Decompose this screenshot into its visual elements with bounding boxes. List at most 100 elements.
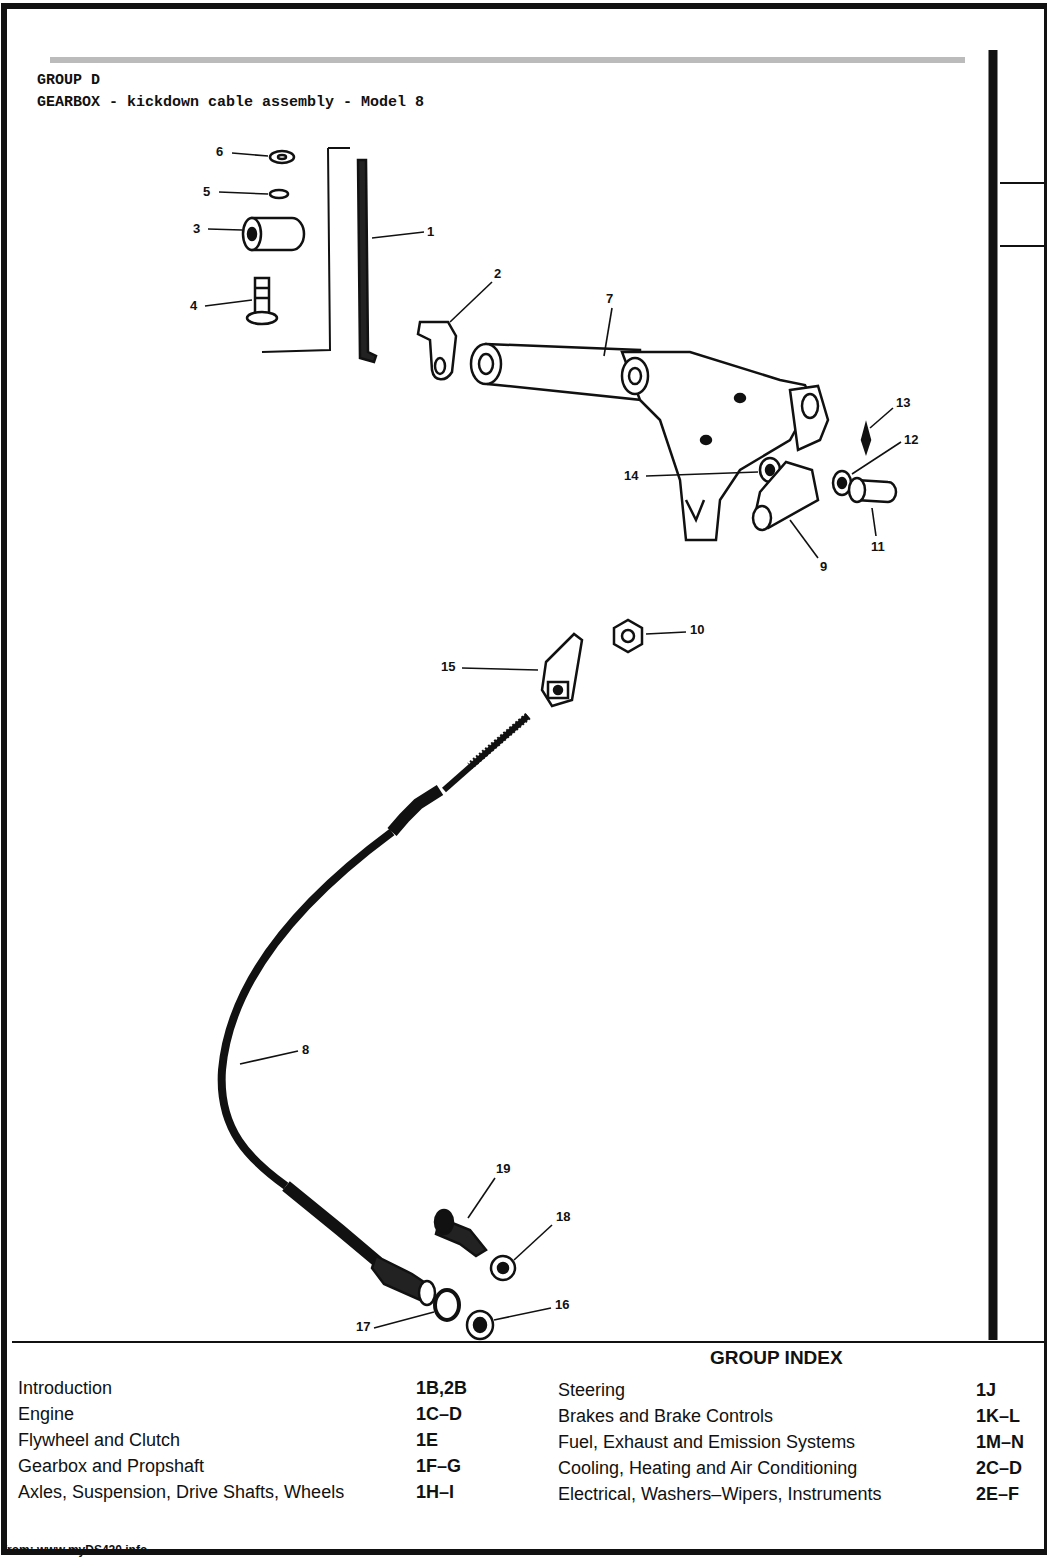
- drawing-stroke: [735, 394, 745, 402]
- drawing-stroke: [479, 354, 493, 374]
- callout-number: 14: [624, 469, 638, 483]
- drawing-stroke: [270, 190, 288, 198]
- index-entry: Gearbox and Propshaft: [18, 1457, 204, 1477]
- drawing-stroke: [471, 344, 501, 384]
- drawing-stroke: [418, 322, 456, 379]
- callout-number: 15: [441, 660, 455, 674]
- index-code: 1J: [976, 1381, 996, 1401]
- drawing-stroke: [1000, 182, 1047, 184]
- drawing-stroke: [872, 508, 876, 536]
- drawing-stroke: [444, 716, 528, 790]
- drawing-stroke: [358, 160, 376, 362]
- drawing-stroke: [419, 1281, 435, 1305]
- index-entry: Engine: [18, 1405, 74, 1425]
- drawing-stroke: [753, 506, 771, 530]
- drawing-stroke: [435, 1210, 453, 1234]
- index-entry: Introduction: [18, 1379, 112, 1399]
- callout-number: 8: [302, 1043, 309, 1057]
- source-note: from: www.myDS420.info: [3, 1544, 147, 1557]
- drawing-stroke: [374, 1312, 434, 1328]
- index-code: 2C–D: [976, 1459, 1022, 1479]
- drawing-stroke: [646, 472, 758, 476]
- drawing-stroke: [852, 442, 901, 474]
- index-entry: Cooling, Heating and Air Conditioning: [558, 1459, 857, 1479]
- drawing-stroke: [205, 300, 252, 306]
- drawing-stroke: [474, 1318, 486, 1332]
- index-code: 1K–L: [976, 1407, 1020, 1427]
- drawing-stroke: [870, 408, 893, 428]
- drawing-stroke: [790, 520, 818, 558]
- drawing-stroke: [4, 6, 1047, 1552]
- drawing-stroke: [604, 308, 612, 356]
- drawing-stroke: [514, 1225, 552, 1260]
- index-code: 1M–N: [976, 1433, 1024, 1453]
- callout-number: 17: [356, 1320, 370, 1334]
- drawing-stroke: [802, 394, 818, 418]
- drawing-stroke: [270, 151, 294, 163]
- index-code: 1E: [416, 1431, 438, 1451]
- drawing-stroke: [494, 1308, 551, 1320]
- drawing-stroke: [467, 1311, 493, 1339]
- drawing-stroke: [222, 832, 392, 1186]
- drawing-stroke: [219, 192, 268, 194]
- drawing-stroke: [372, 232, 424, 238]
- index-code: 1F–G: [416, 1457, 461, 1477]
- drawing-stroke: [701, 436, 711, 444]
- page-frame: [4, 6, 1047, 1552]
- callout-number: 10: [690, 623, 704, 637]
- page-subtitle: GEARBOX - kickdown cable assembly - Mode…: [37, 95, 424, 112]
- callout-number: 4: [190, 299, 197, 313]
- drawing-stroke: [208, 229, 242, 230]
- drawing-stroke: [838, 478, 846, 488]
- drawing-stroke: [790, 386, 828, 450]
- drawing-stroke: [989, 50, 998, 1340]
- index-entry: Axles, Suspension, Drive Shafts, Wheels: [18, 1483, 344, 1503]
- callout-number: 19: [496, 1162, 510, 1176]
- callout-number: 2: [494, 267, 501, 281]
- index-entry: Electrical, Washers–Wipers, Instruments: [558, 1485, 881, 1505]
- callout-number: 6: [216, 145, 223, 159]
- callout-number: 7: [606, 292, 613, 306]
- drawing-stroke: [255, 287, 269, 290]
- callout-number: 11: [871, 540, 885, 554]
- drawing-stroke: [262, 148, 350, 352]
- index-entry: Brakes and Brake Controls: [558, 1407, 773, 1427]
- drawing-stroke: [243, 218, 261, 250]
- index-entry: Flywheel and Clutch: [18, 1431, 180, 1451]
- drawing-stroke: [491, 1256, 515, 1280]
- index-code: 1C–D: [416, 1405, 462, 1425]
- drawing-stroke: [498, 1263, 508, 1273]
- drawing-stroke: [462, 668, 538, 670]
- index-code: 1H–I: [416, 1483, 454, 1503]
- callout-number: 5: [203, 185, 210, 199]
- drawing-stroke: [435, 358, 445, 374]
- drawing-stroke: [50, 57, 965, 63]
- drawing-stroke: [622, 630, 634, 642]
- index-code: 1B,2B: [416, 1379, 467, 1399]
- callout-number: 9: [820, 560, 827, 574]
- index-entry: Fuel, Exhaust and Emission Systems: [558, 1433, 855, 1453]
- drawing-stroke: [548, 682, 568, 698]
- drawing-stroke: [286, 1186, 378, 1262]
- callout-number: 1: [427, 225, 434, 239]
- drawing-stroke: [470, 716, 528, 766]
- drawing-stroke: [232, 153, 268, 156]
- drawing-stroke: [468, 1178, 495, 1218]
- index-heading: GROUP INDEX: [710, 1348, 843, 1369]
- index-entry: Steering: [558, 1381, 625, 1401]
- drawing-stroke: [766, 465, 774, 475]
- drawing-stroke: [629, 368, 641, 384]
- drawing-stroke: [486, 344, 642, 400]
- drawing-stroke: [435, 1290, 459, 1320]
- drawing-stroke: [12, 1341, 1047, 1343]
- drawing-stroke: [392, 790, 440, 832]
- drawing-stroke: [1000, 245, 1047, 247]
- drawing-stroke: [278, 155, 286, 159]
- page-title: GROUP D: [37, 73, 100, 90]
- drawing-stroke: [255, 278, 269, 316]
- drawing-stroke: [247, 312, 277, 324]
- callout-number: 16: [555, 1298, 569, 1312]
- drawing-stroke: [450, 282, 492, 322]
- drawing-stroke: [542, 634, 582, 706]
